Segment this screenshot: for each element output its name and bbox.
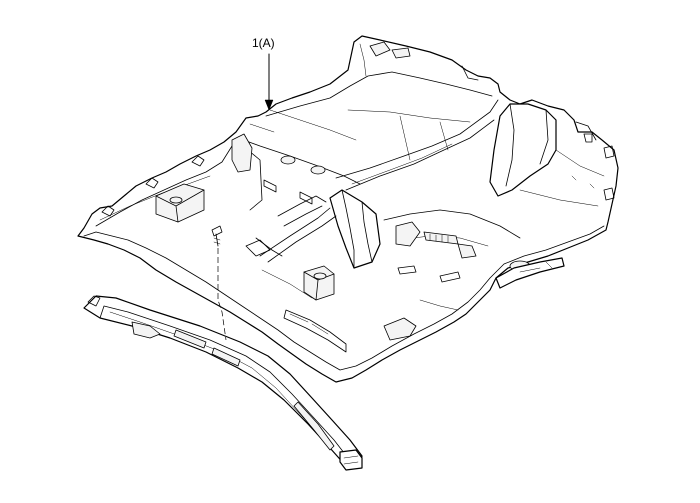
center-tunnel [255,99,499,269]
left-rear-area [231,109,361,211]
rear-upper-panel [265,41,493,161]
right-rear-area [489,103,615,207]
left-front-area [95,145,233,227]
part-callout-label: 1(A) [252,36,275,50]
fastener-detail [211,225,227,341]
callout-leader [264,53,274,111]
lower-floor-rail [83,295,363,471]
left-footwell [245,239,347,353]
right-front-area [383,209,565,341]
